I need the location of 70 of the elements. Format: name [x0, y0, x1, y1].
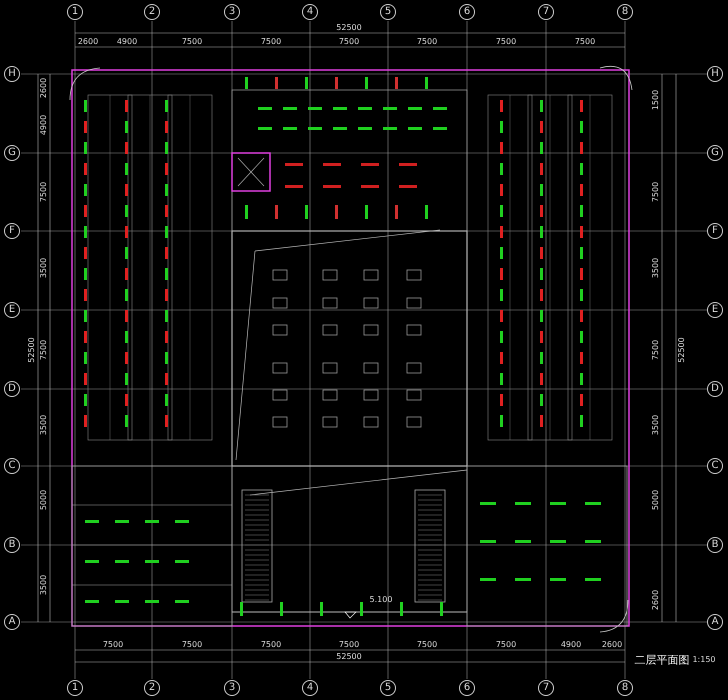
grid-axis-label: 6 [459, 680, 475, 696]
dimension-text: 7500 [496, 641, 516, 649]
dimension-text: 7500 [40, 340, 48, 360]
grid-axis-label: G [707, 145, 723, 161]
grid-axis-label: 3 [224, 4, 240, 20]
dimension-text: 5000 [652, 490, 660, 510]
grid-axis-label: B [707, 537, 723, 553]
grid-axis-label: C [4, 458, 20, 474]
grid-axis-label: A [707, 614, 723, 630]
grid-axis-label: B [4, 537, 20, 553]
grid-axis-label: 3 [224, 680, 240, 696]
grid-axis-label: 5 [380, 4, 396, 20]
drawing-title: 二层平面图 [634, 654, 690, 666]
dimension-text: 52500 [336, 24, 362, 32]
dimension-text: 7500 [102, 641, 124, 649]
grid-axis-label: D [707, 381, 723, 397]
dimension-text: 2600 [78, 38, 98, 46]
grid-axis-label: 2 [144, 4, 160, 20]
dimension-text: 2600 [40, 78, 48, 98]
dimension-text: 7500 [574, 38, 596, 46]
dimension-text: 7500 [416, 38, 438, 46]
scale-note: 1:150 [692, 656, 716, 664]
dimension-text: 3500 [40, 414, 48, 436]
dimension-text: 4900 [40, 114, 48, 136]
grid-axis-label: C [707, 458, 723, 474]
grid-axis-label: F [4, 223, 20, 239]
dimension-text: 7500 [260, 38, 282, 46]
dimension-text: 7500 [338, 641, 360, 649]
grid-axis-label: 4 [302, 680, 318, 696]
grid-axis-label: 5 [380, 680, 396, 696]
grid-axis-label: 2 [144, 680, 160, 696]
dimension-text: 7500 [260, 641, 282, 649]
grid-axis-label: G [4, 145, 20, 161]
dimension-text: 2600 [602, 641, 622, 649]
dimension-text: 7500 [496, 38, 516, 46]
grid-axis-label: 1 [67, 4, 83, 20]
dimension-text: 7500 [40, 182, 48, 202]
dimension-text: 52500 [28, 337, 36, 363]
elevation-mark: 5.100 [370, 596, 392, 604]
grid-axis-label: 1 [67, 680, 83, 696]
grid-axis-label: E [707, 302, 723, 318]
dimension-text: 7500 [182, 38, 202, 46]
dimension-text: 52500 [336, 653, 362, 661]
dimension-text: 1500 [652, 90, 660, 110]
grid-axis-label: 4 [302, 4, 318, 20]
grid-axis-label: D [4, 381, 20, 397]
dimension-text: 7500 [182, 641, 202, 649]
grid-axis-label: 7 [538, 4, 554, 20]
grid-axis-label: E [4, 302, 20, 318]
dimension-text: 7500 [338, 38, 360, 46]
dimension-text: 5000 [40, 490, 48, 510]
dimension-text: 4900 [116, 38, 138, 46]
grid-axis-label: 8 [617, 680, 633, 696]
dimension-text: 3500 [40, 258, 48, 278]
grid-axis-label: F [707, 223, 723, 239]
dimension-text: 7500 [652, 340, 660, 360]
dimension-text: 7500 [416, 641, 438, 649]
dimension-text: 2600 [652, 590, 660, 610]
grid-axis-label: 7 [538, 680, 554, 696]
dimension-text: 3500 [652, 414, 660, 436]
dimension-text: 4900 [560, 641, 582, 649]
dimension-text: 7500 [652, 182, 660, 202]
grid-axis-label: H [4, 66, 20, 82]
dimension-text: 3500 [40, 574, 48, 596]
grid-axis-label: 6 [459, 4, 475, 20]
grid-axis-label: A [4, 614, 20, 630]
dimension-text: 52500 [678, 337, 686, 363]
grid-axis-label: 8 [617, 4, 633, 20]
dimension-text: 3500 [652, 258, 660, 278]
grid-axis-label: H [707, 66, 723, 82]
